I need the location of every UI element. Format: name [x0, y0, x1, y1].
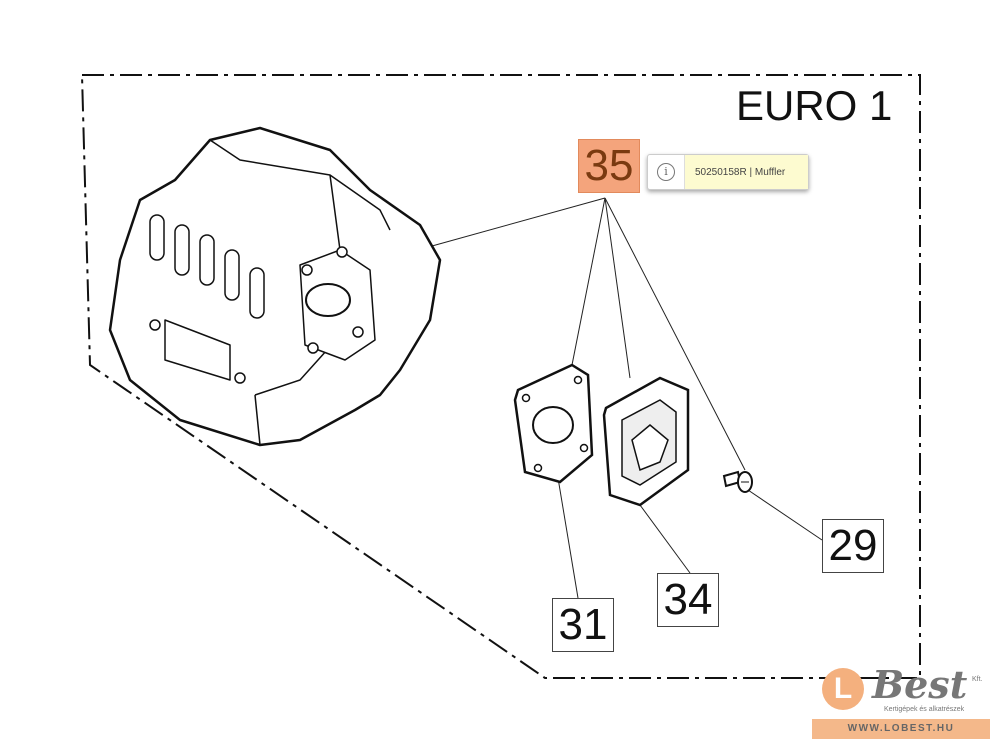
- callout-29[interactable]: 29: [822, 519, 884, 573]
- logo-url[interactable]: WWW.LOBEST.HU: [812, 719, 990, 739]
- muffler-part[interactable]: [108, 126, 442, 447]
- tooltip-text: 50250158R | Muffler: [685, 155, 808, 189]
- part-tooltip: i 50250158R | Muffler: [647, 154, 809, 190]
- logo-name: Best: [872, 662, 968, 707]
- cooling-plate-part-34[interactable]: [602, 376, 690, 507]
- logo-circle: L: [822, 668, 864, 710]
- logo-suffix: Kft.: [972, 676, 983, 683]
- callout-35[interactable]: 35: [578, 139, 640, 193]
- variant-title: EURO 1: [736, 82, 893, 129]
- gasket-part-31[interactable]: [513, 363, 594, 484]
- callout-31[interactable]: 31: [552, 598, 614, 652]
- callout-34[interactable]: 34: [657, 573, 719, 627]
- screw-part-29[interactable]: [722, 470, 753, 493]
- assembly-boundary: [81, 74, 921, 679]
- lobest-logo[interactable]: L Best Kft. Kertigépek és alkatrészek WW…: [812, 662, 992, 744]
- leader-lines: [431, 197, 823, 599]
- info-icon: i: [648, 155, 685, 189]
- logo-tagline: Kertigépek és alkatrészek: [884, 706, 965, 713]
